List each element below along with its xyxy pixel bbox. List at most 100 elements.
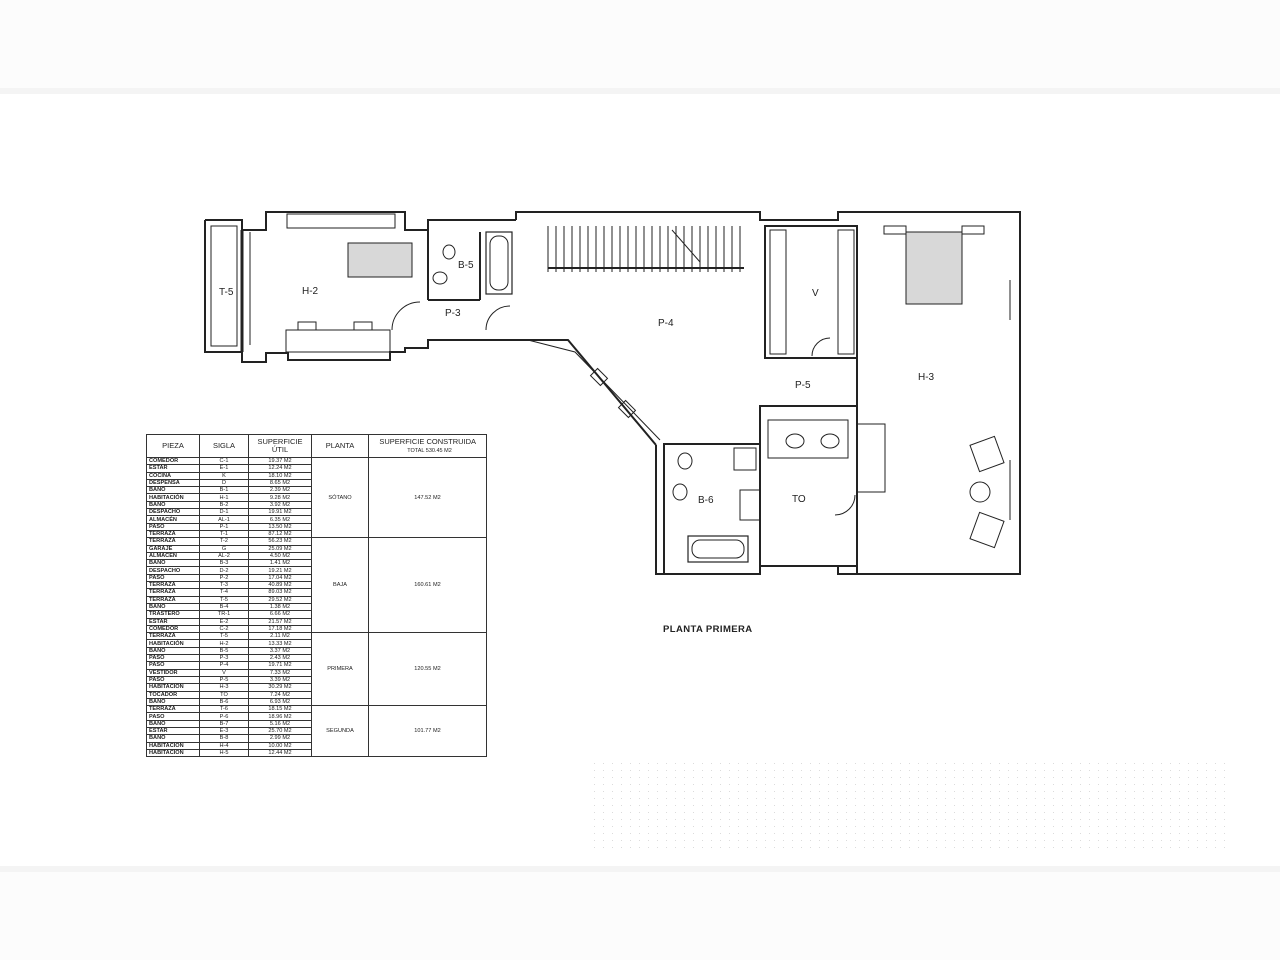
superficie-util-cell: 8.65 M2 bbox=[248, 478, 312, 488]
sigla-cell: E-1 bbox=[199, 464, 249, 473]
sink bbox=[820, 433, 840, 449]
sigla-cell: P-1 bbox=[199, 522, 249, 531]
sigla-cell: B-6 bbox=[199, 697, 249, 707]
superficie-construida-cell: 160.61 M2 bbox=[368, 537, 487, 634]
sigla-cell: P-5 bbox=[199, 675, 249, 685]
armchair bbox=[969, 511, 1005, 549]
b6-walls bbox=[663, 443, 761, 575]
room-label-t5: T-5 bbox=[219, 287, 234, 298]
sigla-cell: T-3 bbox=[199, 581, 249, 590]
room-label-p3: P-3 bbox=[445, 308, 461, 319]
door-swing bbox=[391, 301, 421, 331]
pieza-cell: PASO bbox=[146, 675, 200, 685]
sigla-cell: H-3 bbox=[199, 683, 249, 692]
pieza-cell: PASO bbox=[146, 653, 200, 663]
sigla-cell: K bbox=[199, 471, 249, 480]
pieza-cell: BAÑO bbox=[146, 646, 200, 656]
pieza-cell: BAÑO bbox=[146, 734, 200, 743]
armchair bbox=[969, 435, 1005, 473]
sigla-cell: E-3 bbox=[199, 726, 249, 736]
superficie-construida-cell: 120.55 M2 bbox=[368, 632, 487, 707]
sigla-cell: C-2 bbox=[199, 624, 249, 634]
sigla-cell: TR-1 bbox=[199, 610, 249, 619]
superficie-util-cell: 19.37 M2 bbox=[248, 456, 312, 466]
pieza-cell: COMEDOR bbox=[146, 456, 200, 466]
scan-noise bbox=[590, 760, 1230, 850]
wardrobe bbox=[769, 229, 787, 355]
planta-cell: SEGUNDA bbox=[311, 705, 369, 758]
sigla-cell: T-5 bbox=[199, 632, 249, 641]
superficie-util-cell: 17.04 M2 bbox=[248, 573, 312, 583]
superficie-util-cell: 18.10 M2 bbox=[248, 471, 312, 480]
superficie-util-cell: 40.89 M2 bbox=[248, 581, 312, 590]
superficie-util-cell: 7.24 M2 bbox=[248, 690, 312, 699]
bidet bbox=[672, 483, 688, 501]
pieza-cell: PASO bbox=[146, 573, 200, 583]
superficie-util-cell: 29.52 M2 bbox=[248, 595, 312, 604]
plan-title: PLANTA PRIMERA bbox=[663, 624, 753, 635]
door-swing bbox=[485, 305, 511, 331]
pieza-cell: HABITACIÓN bbox=[146, 683, 200, 692]
superficie-util-cell: 2.11 M2 bbox=[248, 632, 312, 641]
pieza-cell: PASO bbox=[146, 522, 200, 531]
pieza-cell: TERRAZA bbox=[146, 588, 200, 597]
scan-shadow-bottom bbox=[0, 866, 1280, 872]
sigla-cell: TO bbox=[199, 690, 249, 699]
superficie-util-cell: 21.57 M2 bbox=[248, 617, 312, 626]
sigla-cell: B-7 bbox=[199, 719, 249, 729]
pieza-cell: HABITACIÓN bbox=[146, 639, 200, 648]
room-label-h3: H-3 bbox=[918, 372, 935, 383]
superficie-util-cell: 13.33 M2 bbox=[248, 639, 312, 648]
room-label-p5: P-5 bbox=[795, 380, 811, 391]
superficie-util-cell: 89.03 M2 bbox=[248, 588, 312, 597]
planta-cell: BAJA bbox=[311, 537, 369, 634]
header-pieza: PIEZA bbox=[146, 434, 200, 458]
nightstand bbox=[961, 225, 985, 235]
superficie-util-cell: 10.00 M2 bbox=[248, 741, 312, 750]
bathtub bbox=[687, 535, 749, 563]
superficie-util-cell: 19.71 M2 bbox=[248, 661, 312, 670]
sigla-cell: G bbox=[199, 544, 249, 553]
pieza-cell: TERRAZA bbox=[146, 705, 200, 714]
window bbox=[589, 367, 609, 387]
b5-toilet bbox=[442, 244, 456, 260]
superficie-util-cell: 1.41 M2 bbox=[248, 559, 312, 568]
header-superficie-construida: SUPERFICIE CONSTRUIDA TOTAL 530.45 M2 bbox=[368, 434, 487, 458]
sigla-cell: B-4 bbox=[199, 602, 249, 612]
pieza-cell: BAÑO bbox=[146, 602, 200, 612]
toilet bbox=[677, 452, 693, 470]
superficie-util-cell: 18.96 M2 bbox=[248, 712, 312, 721]
room-label-v: V bbox=[812, 288, 819, 299]
superficie-util-cell: 2.43 M2 bbox=[248, 653, 312, 663]
superficie-util-cell: 4.50 M2 bbox=[248, 551, 312, 561]
door-swing bbox=[834, 494, 856, 516]
wall-diagonal-inner bbox=[527, 339, 661, 441]
pieza-cell: GARAJE bbox=[146, 544, 200, 553]
superficie-util-cell: 7.33 M2 bbox=[248, 668, 312, 677]
pieza-cell: BAÑO bbox=[146, 697, 200, 707]
staircase bbox=[547, 226, 744, 272]
pieza-cell: BAÑO bbox=[146, 719, 200, 729]
pieza-cell: BAÑO bbox=[146, 559, 200, 568]
bathtub-inner bbox=[691, 539, 745, 559]
pieza-cell: HABITACIÓN bbox=[146, 748, 200, 758]
h2-bed bbox=[347, 242, 413, 278]
pieza-cell: PASO bbox=[146, 661, 200, 670]
closet bbox=[856, 423, 886, 493]
header-total: TOTAL 530.45 M2 bbox=[407, 447, 452, 454]
pieza-cell: HABITACIÓN bbox=[146, 493, 200, 502]
sigla-cell: D-1 bbox=[199, 508, 249, 517]
pieza-cell: TRASTERO bbox=[146, 610, 200, 619]
superficie-construida-cell: 147.52 M2 bbox=[368, 456, 487, 539]
scan-shadow-top bbox=[0, 88, 1280, 94]
superficie-util-cell: 30.29 M2 bbox=[248, 683, 312, 692]
